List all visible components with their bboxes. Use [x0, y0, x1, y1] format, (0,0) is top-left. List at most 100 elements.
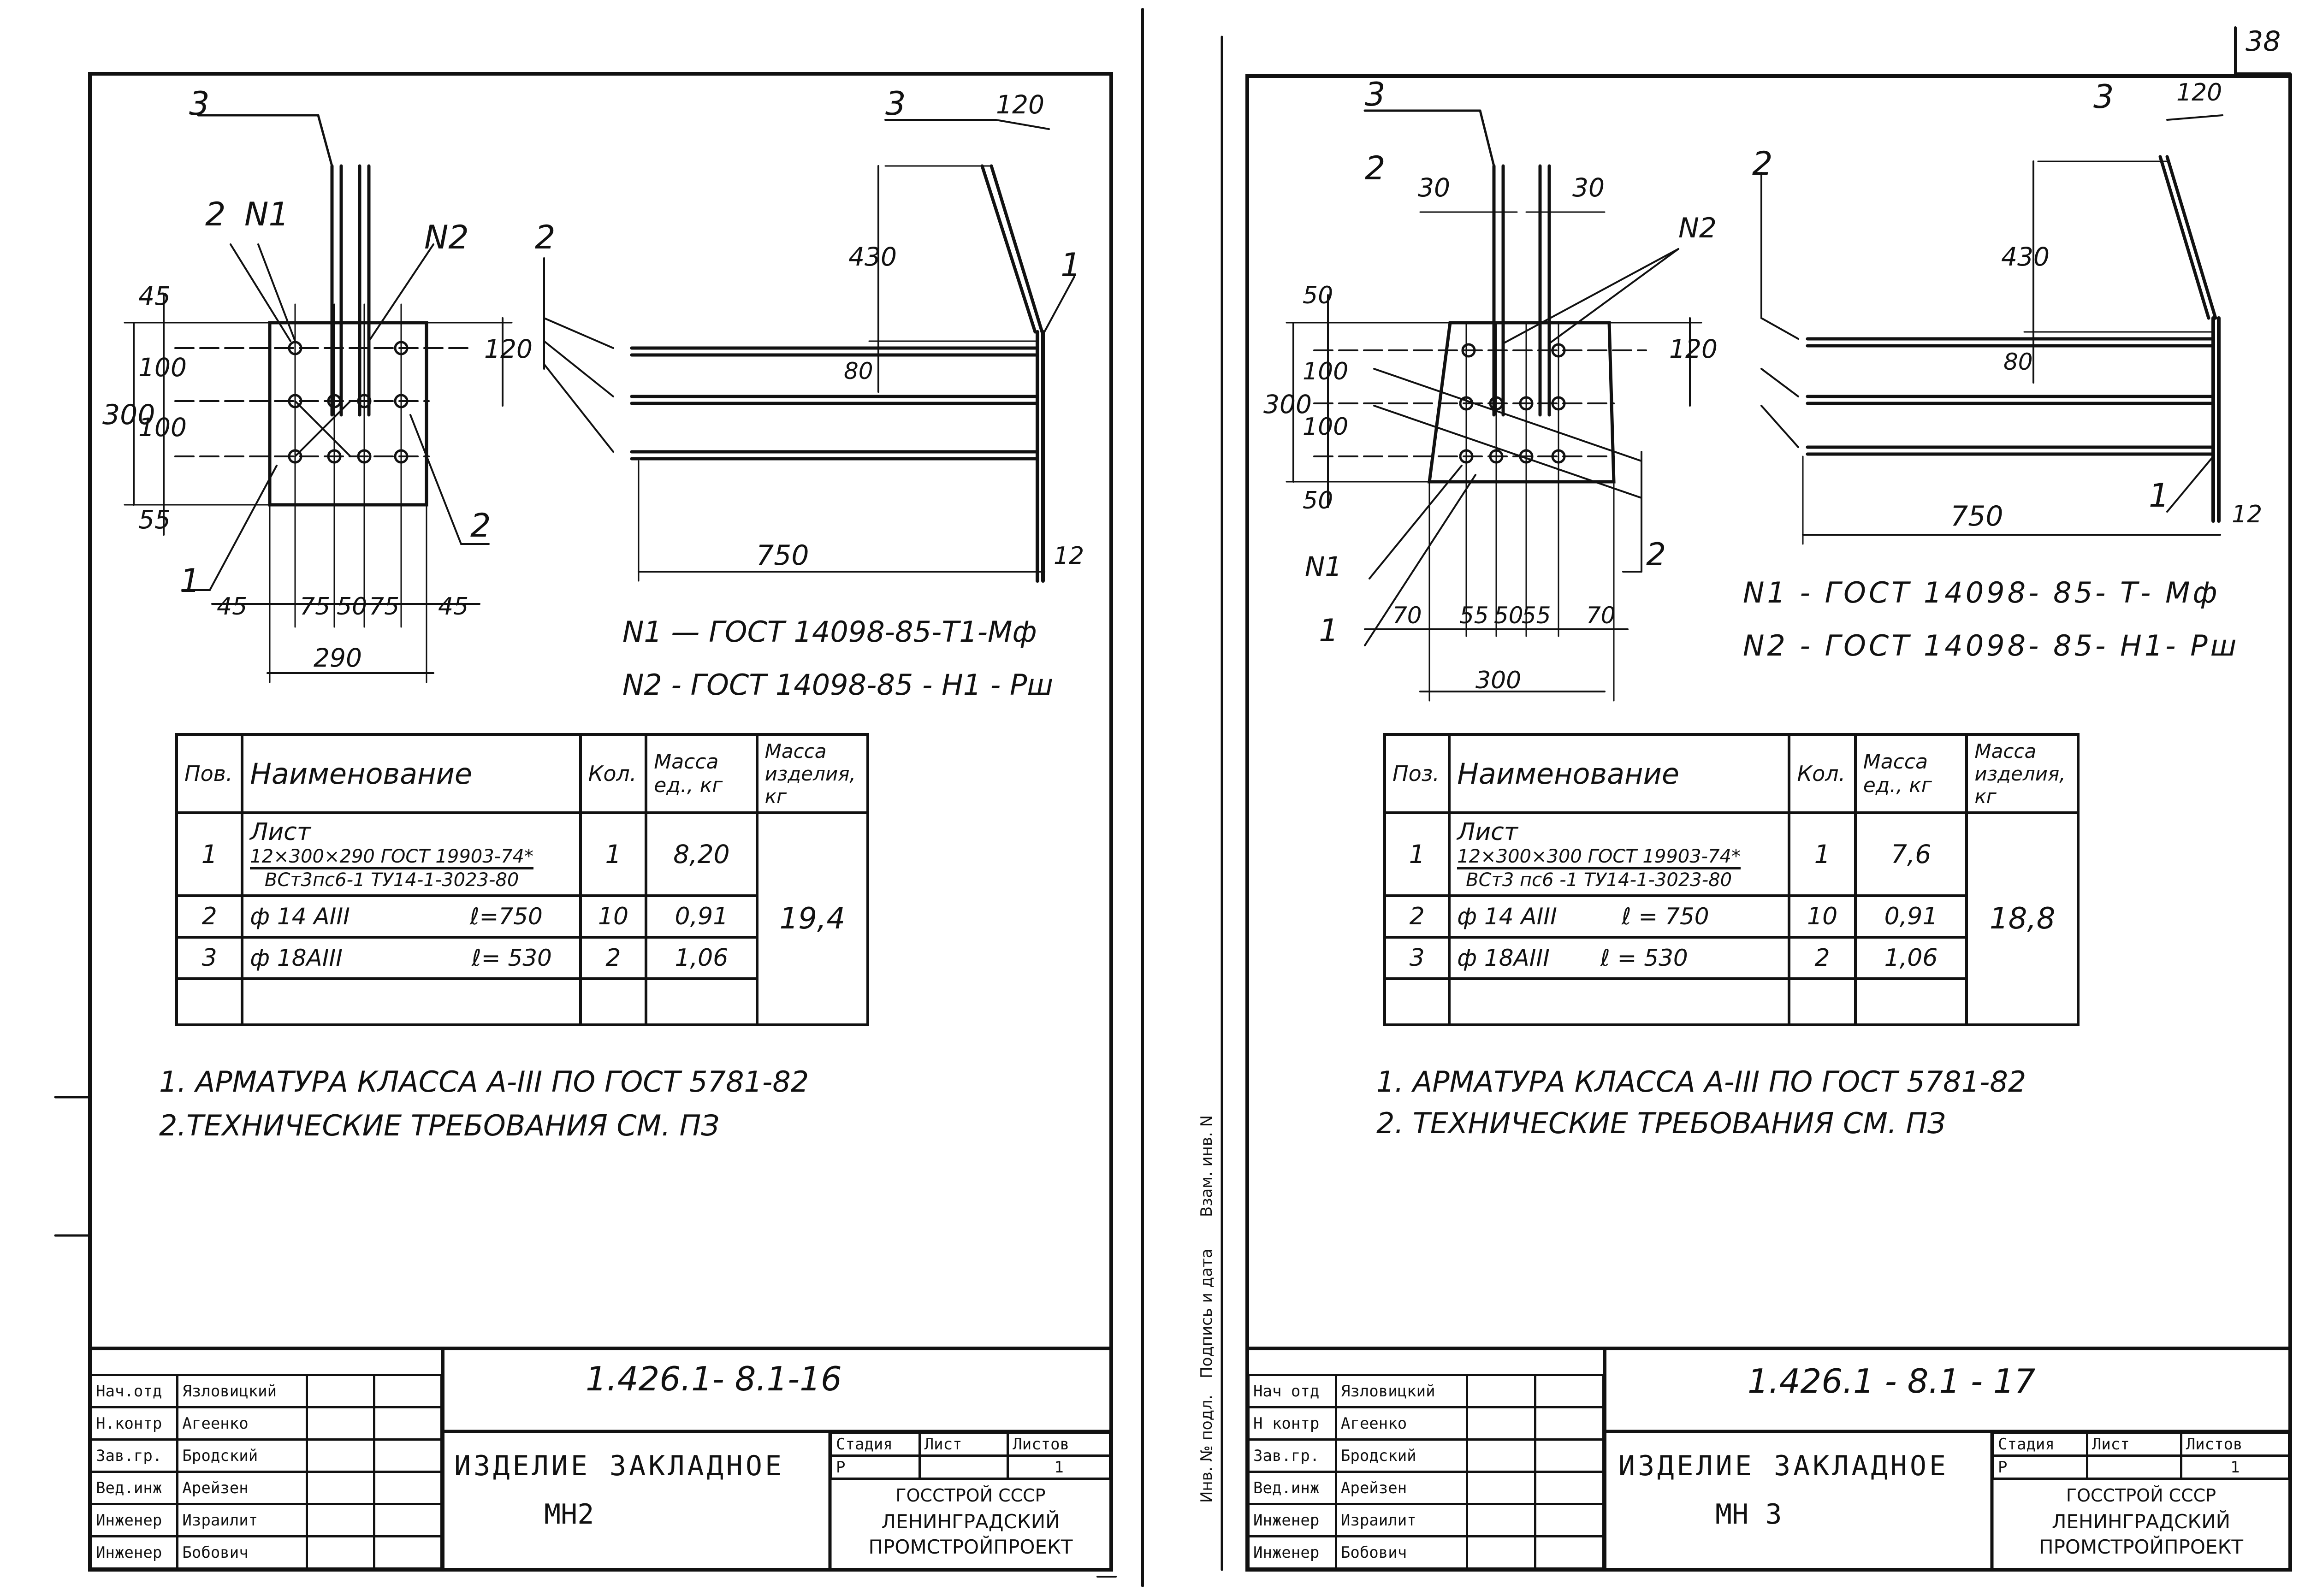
dim-label: 30 — [1572, 173, 1605, 202]
note-line: 2.ТЕХНИЧЕСКИЕ ТРЕБОВАНИЯ СМ. ПЗ — [159, 1109, 719, 1142]
note-line: 2. ТЕХНИЧЕСКИЕ ТРЕБОВАНИЯ СМ. ПЗ — [1376, 1106, 1946, 1140]
role: Вед.инж — [1247, 1471, 1337, 1505]
header-total-mass: Масса изделия, кг — [755, 733, 870, 814]
dim-label: 80 — [844, 358, 873, 384]
row-name: ф 14 АIII — [1457, 903, 1557, 930]
person-name: Бобович — [176, 1535, 308, 1570]
header-unit-mass: Масса ед., кг — [1854, 733, 1968, 814]
dim-label: 750 — [756, 539, 809, 572]
left-gost-n2: N2 - ГОСТ 14098-85 - Н1 - Рш — [622, 668, 1054, 702]
row-name-top: 12×300×300 ГОСТ 19903-74* — [1457, 846, 1741, 869]
row-name-bottom: ВСт3пс6-1 ТУ14-1-3023-80 — [264, 869, 519, 891]
date — [1534, 1503, 1605, 1537]
dim-label: 100 — [138, 353, 187, 382]
person-name: Агеенко — [1334, 1406, 1469, 1441]
total-mass: 19,4 — [755, 811, 870, 1026]
header-total-mass: Масса изделия, кг — [1965, 733, 2080, 814]
right-title-line1: ИЗДЕЛИЕ ЗАКЛАДНОЕ — [1618, 1450, 1949, 1482]
role: Нач отд — [1247, 1374, 1337, 1408]
dim-label: 100 — [1303, 358, 1349, 385]
row-mass: 0,91 — [645, 894, 758, 939]
signature — [306, 1374, 375, 1408]
row-length: ℓ = 750 — [1621, 903, 1709, 930]
dim-label: 50 — [337, 593, 367, 621]
dim-label: 3 — [885, 85, 906, 123]
dim-label: 120 — [484, 334, 533, 364]
row-pos: 1 — [175, 811, 244, 897]
dim-label: 2 — [1365, 149, 1386, 187]
empty-cell — [1788, 977, 1857, 1026]
stamp-replaced-inv: Взам. инв. N — [1197, 1115, 1216, 1217]
person-name: Бобович — [1334, 1535, 1469, 1570]
header-name: Наименование — [1448, 733, 1791, 814]
role: Нач.отд — [89, 1374, 179, 1408]
row-length: ℓ = 530 — [1600, 945, 1688, 971]
empty-cell — [579, 977, 648, 1026]
dim-label: 45 — [138, 281, 171, 311]
sheet-value — [918, 1454, 1009, 1480]
dim-label: 55 — [1459, 602, 1489, 629]
dim-label: 290 — [314, 643, 362, 673]
right-side-elevation — [1760, 114, 2223, 545]
dim-label: 430 — [2001, 242, 2050, 272]
date — [1534, 1374, 1605, 1408]
row-pos: 3 — [175, 936, 244, 980]
date — [1534, 1471, 1605, 1505]
right-plan-view — [1286, 109, 1702, 702]
empty-cell — [645, 977, 758, 1026]
signature — [306, 1438, 375, 1473]
role: Инженер — [1247, 1535, 1337, 1570]
row-qty: 1 — [579, 811, 648, 897]
date — [373, 1503, 443, 1537]
row-name-bottom: ВСт3 пс6 -1 ТУ14-1-3023-80 — [1466, 869, 1732, 891]
stage-header: Стадия — [1992, 1431, 2088, 1457]
date — [1534, 1438, 1605, 1473]
row-length: ℓ= 530 — [471, 945, 552, 971]
signature — [1466, 1438, 1537, 1473]
note-line: 1. АРМАТУРА КЛАССА А-III ПО ГОСТ 5781-82 — [159, 1065, 809, 1099]
sheet-header: Лист — [2086, 1431, 2182, 1457]
empty-cell — [1383, 977, 1451, 1026]
row-qty: 2 — [1788, 936, 1857, 980]
person-name: Израилит — [176, 1503, 308, 1537]
dim-label: 2 — [1646, 537, 1666, 573]
date — [1534, 1406, 1605, 1441]
row-mass: 1,06 — [1854, 936, 1968, 980]
right-doc-code: 1.426.1 - 8.1 - 17 — [1748, 1362, 2036, 1401]
dim-label: 120 — [2176, 79, 2222, 106]
dim-label: 70 — [1586, 602, 1616, 629]
dim-label: 2 — [470, 507, 491, 544]
role: Инженер — [89, 1503, 179, 1537]
row-pos: 2 — [175, 894, 244, 939]
sheets-value: 1 — [1007, 1454, 1111, 1480]
dim-label: 1 — [2149, 477, 2169, 514]
row-name-top: 12×300×290 ГОСТ 19903-74* — [250, 846, 533, 869]
sheets-value: 1 — [2180, 1454, 2291, 1480]
left-title-line1: ИЗДЕЛИЕ ЗАКЛАДНОЕ — [454, 1450, 785, 1482]
left-plan-view — [124, 114, 513, 683]
dim-label: 50 — [1303, 282, 1333, 309]
dim-label: 80 — [2003, 349, 2033, 375]
header-qty: Кол. — [579, 733, 648, 814]
left-org-line3: ПРОМСТРОЙПРОЕКТ — [868, 1536, 1073, 1558]
person-name: Израилит — [1334, 1503, 1469, 1537]
role: Вед.инж — [89, 1471, 179, 1505]
row-qty: 10 — [579, 894, 648, 939]
signature — [1466, 1503, 1537, 1537]
dim-label: 300 — [1263, 390, 1312, 419]
person-name: Язловицкий — [1334, 1374, 1469, 1408]
date — [373, 1471, 443, 1505]
date — [1534, 1535, 1605, 1570]
person-name: Бродский — [1334, 1438, 1469, 1473]
dim-label: N1 — [1305, 551, 1342, 582]
dim-label: 12 — [2232, 501, 2263, 528]
left-spec-table: Пов. Наименование Кол. Масса ед., кг Мас… — [175, 733, 870, 1026]
signature — [1466, 1406, 1537, 1441]
dim-label: N1 — [244, 195, 289, 233]
left-title-line2: МН2 — [544, 1498, 594, 1531]
dim-label: 430 — [848, 242, 897, 272]
dim-label: 100 — [1303, 413, 1349, 441]
